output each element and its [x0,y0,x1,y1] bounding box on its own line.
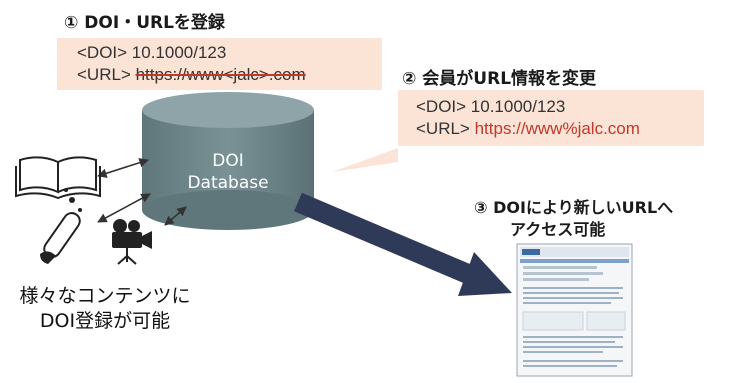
contents-caption-line1: 様々なコンテンツに [19,285,191,307]
step3-title-line1: ③ DOIにより新しいURLへ [474,198,674,217]
step1-url-line: <URL> https://www<jalc>.com [77,64,306,86]
database-label-line2: Database [187,173,269,193]
database-label: DOI Database [168,150,288,194]
step1-callout: <DOI> 10.1000/123 <URL> https://www<jalc… [57,38,382,90]
step1-title: ① DOI・URLを登録 [64,13,225,33]
step2-url-line: <URL> https://www%jalc.com [416,118,640,140]
book-db-arrow [97,158,149,178]
database-label-line1: DOI [212,151,244,171]
step3-title-line2: アクセス可能 [510,220,606,239]
book-icon [15,156,101,200]
step1-url-prefix: <URL> [77,65,136,84]
step2-title: ② 会員がURL情報を変更 [402,69,597,89]
contents-caption: 様々なコンテンツに DOI登録が可能 [2,284,208,334]
camera-db-arrow [164,206,187,226]
step1-url-old: https://www<jalc>.com [135,65,306,84]
callout-pointer [332,148,398,172]
step1-doi-line: <DOI> 10.1000/123 [77,43,227,62]
step2-url-new: https://www%jalc.com [474,119,640,138]
step2-callout: <DOI> 10.1000/123 <URL> https://www%jalc… [398,90,704,146]
tube-db-arrow [97,193,151,223]
test-tube-icon [40,188,82,264]
access-arrow [294,192,512,296]
webpage-screenshot-image [516,243,633,377]
step2-url-prefix: <URL> [416,119,475,138]
contents-caption-line2: DOI登録が可能 [39,310,171,332]
video-camera-icon [112,219,152,265]
step2-doi-line: <DOI> 10.1000/123 [416,97,566,116]
